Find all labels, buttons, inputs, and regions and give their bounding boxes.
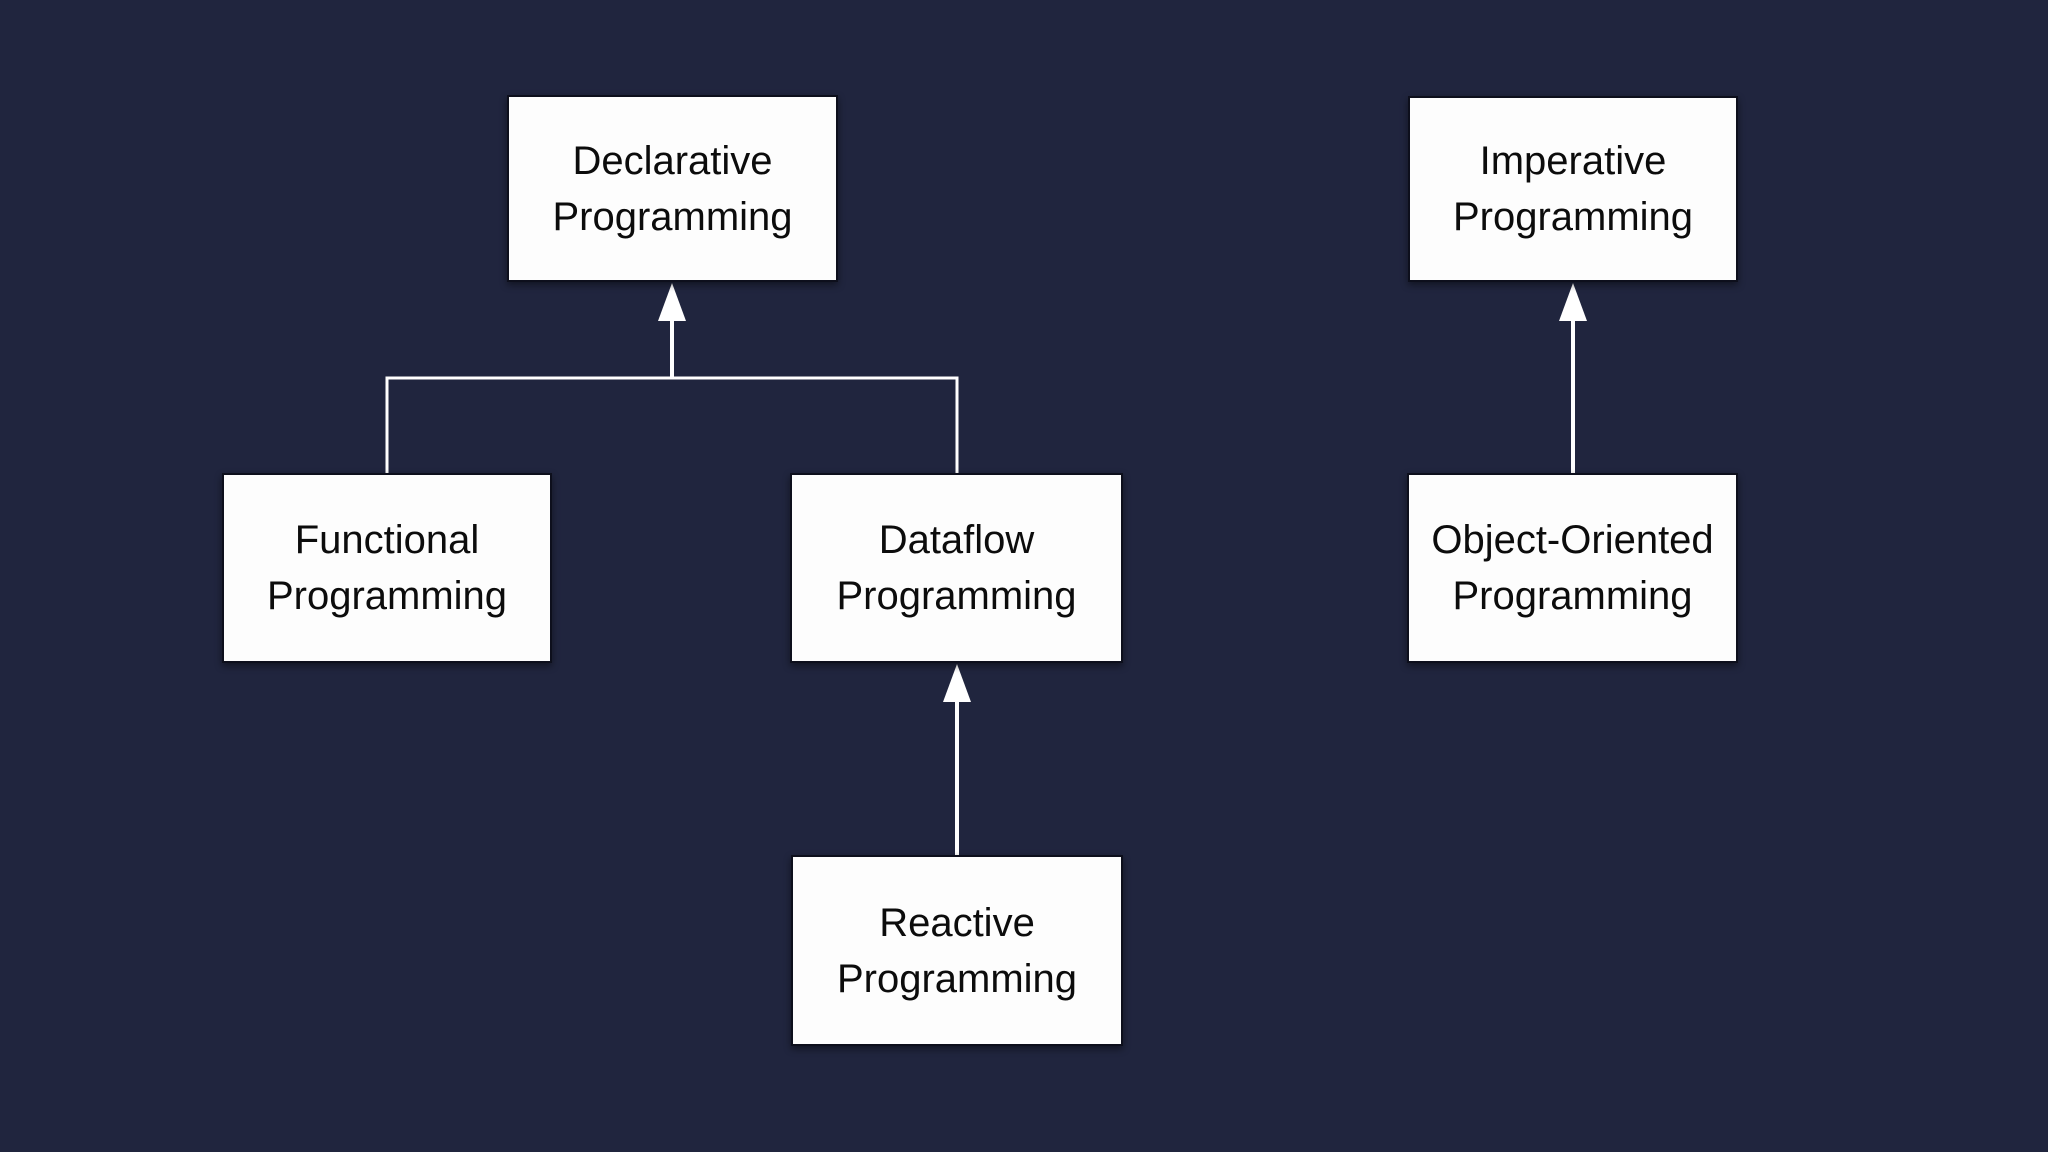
node-label-line: Programming bbox=[552, 194, 793, 239]
node-declarative-programming: Declarative Programming bbox=[507, 95, 838, 282]
node-label-line: Object-Oriented bbox=[1431, 518, 1714, 562]
node-label-line: Declarative bbox=[572, 138, 773, 183]
node-label-line: Dataflow bbox=[878, 518, 1035, 562]
node-reactive-programming: Reactive Programming bbox=[791, 855, 1123, 1046]
arrowhead-dataflow-icon bbox=[943, 664, 971, 702]
node-label-line: Imperative bbox=[1479, 139, 1667, 183]
node-dataflow-programming: Dataflow Programming bbox=[790, 473, 1123, 663]
node-label-line: Programming bbox=[836, 956, 1078, 1001]
edge-object-oriented-to-imperative bbox=[1559, 283, 1587, 473]
node-label-line: Programming bbox=[266, 574, 508, 618]
node-label-line: Reactive bbox=[879, 900, 1035, 945]
edge-children-to-declarative bbox=[385, 283, 959, 473]
edge-reactive-to-dataflow bbox=[943, 664, 971, 855]
arrowhead-declarative-icon bbox=[658, 283, 686, 321]
node-label-line: Programming bbox=[1452, 195, 1694, 239]
arrowhead-imperative-icon bbox=[1559, 283, 1587, 321]
node-label-line: Programming bbox=[836, 574, 1077, 618]
node-label-line: Programming bbox=[1452, 574, 1693, 618]
node-imperative-programming: Imperative Programming bbox=[1408, 96, 1738, 282]
edge-branch-line bbox=[385, 376, 959, 473]
node-object-oriented-programming: Object-Oriented Programming bbox=[1407, 473, 1738, 663]
node-functional-programming: Functional Programming bbox=[222, 473, 552, 663]
node-label-line: Functional bbox=[294, 518, 480, 562]
